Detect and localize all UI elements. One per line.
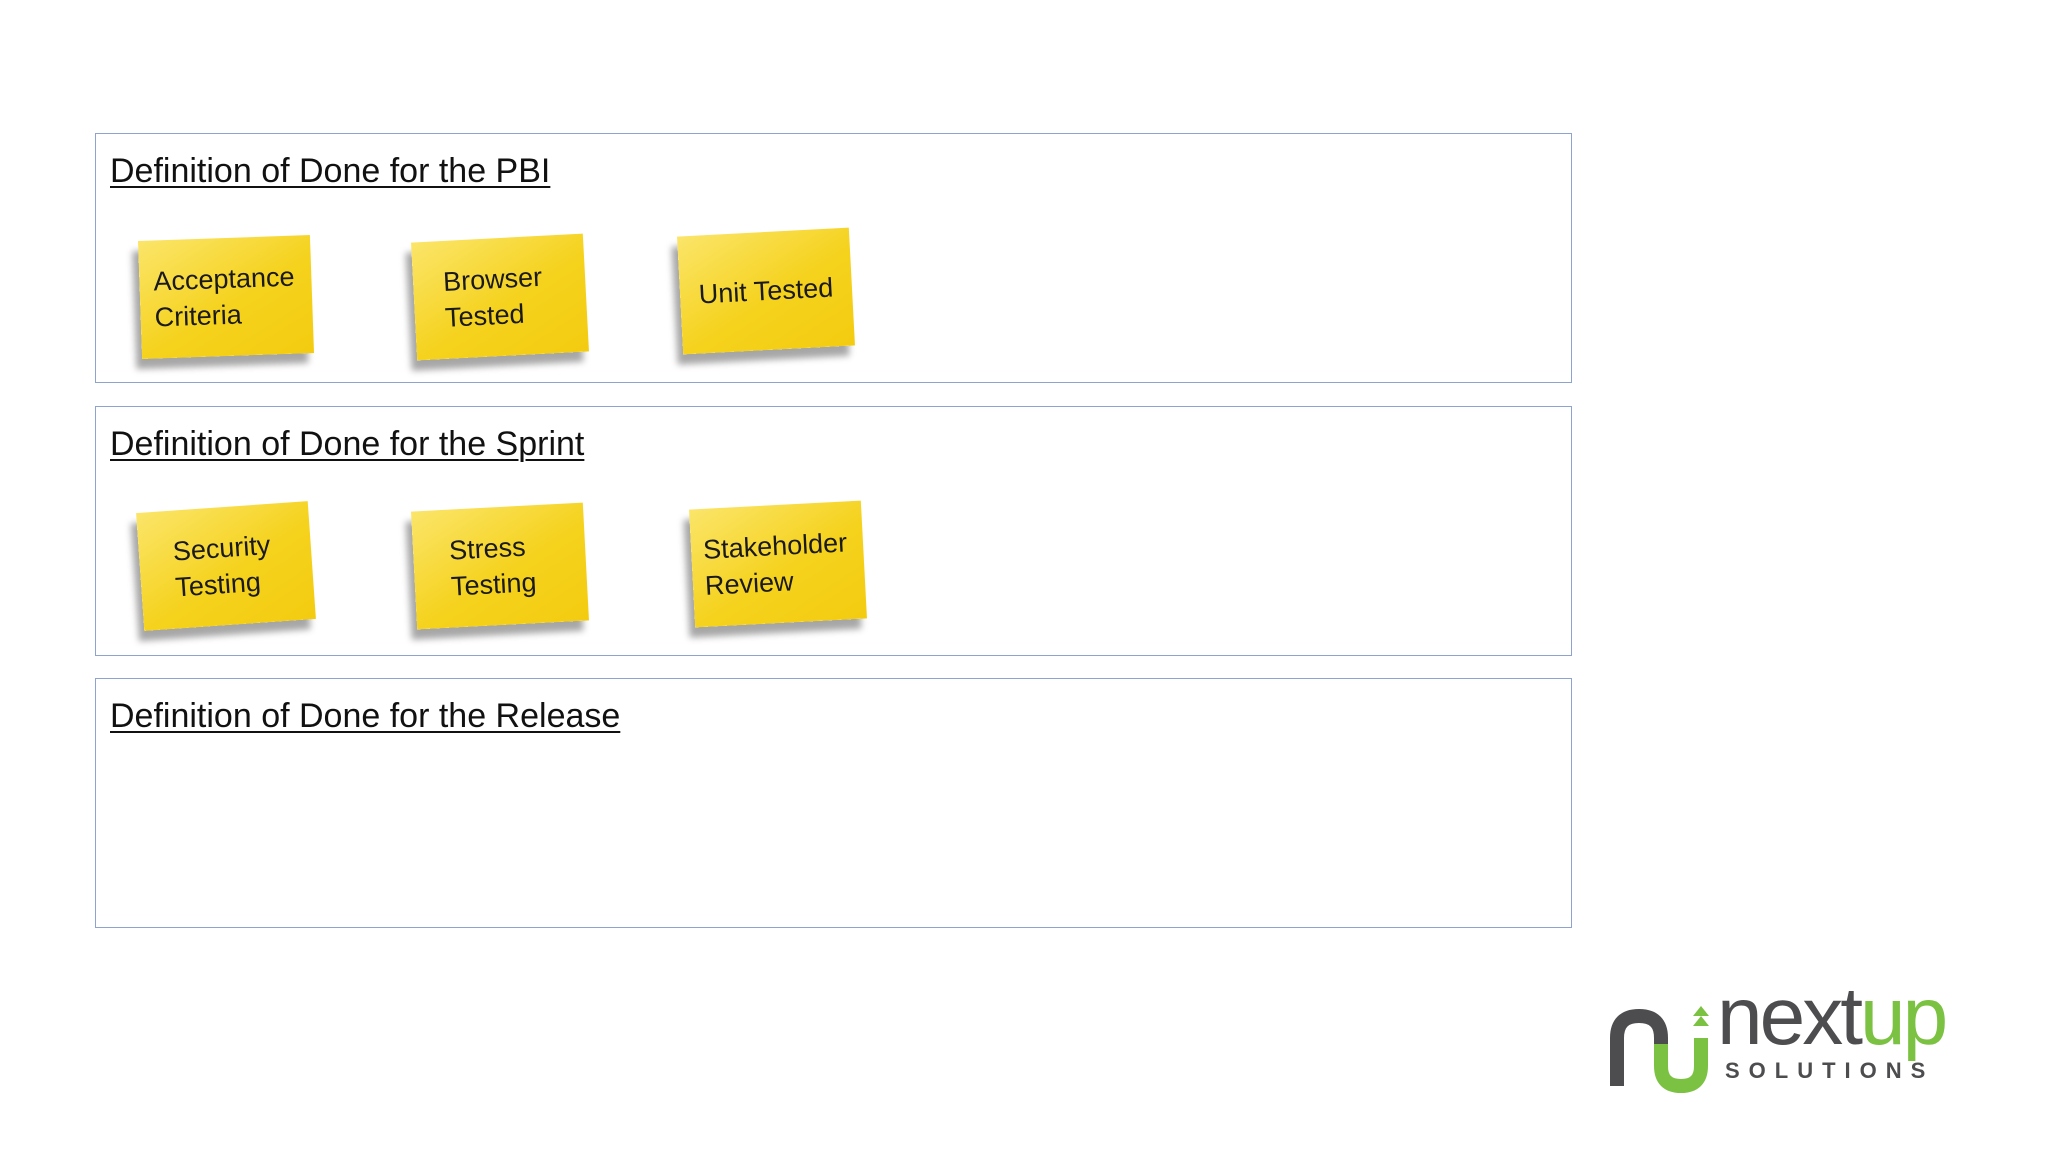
sticky-note-label: Acceptance Criteria [152,261,295,333]
sticky-note-stress-testing[interactable]: Stress Testing [411,502,589,630]
pbi-section-title: Definition of Done for the PBI [110,152,551,190]
sticky-note-label: Browser Tested [442,261,543,333]
sticky-note-stakeholder-review[interactable]: Stakeholder Review [689,500,867,628]
logo-wordmark: nextup [1717,976,1948,1058]
sticky-note-label: Unit Tested [698,272,834,310]
release-section-title: Definition of Done for the Release [110,697,621,735]
sticky-note-security-testing[interactable]: Security Testing [136,501,316,631]
sprint-section: Definition of Done for the Sprint Securi… [95,406,1572,656]
sticky-note-label: Stress Testing [448,531,538,602]
sticky-note-acceptance-criteria[interactable]: Acceptance Criteria [137,235,315,359]
nu-monogram-icon [1610,1006,1709,1094]
sticky-note-unit-tested[interactable]: Unit Tested [677,227,855,355]
release-section: Definition of Done for the Release [95,678,1572,928]
sprint-section-title: Definition of Done for the Sprint [110,425,585,463]
pbi-section: Definition of Done for the PBI Acceptanc… [95,133,1572,383]
sticky-note-browser-tested[interactable]: Browser Tested [411,233,589,361]
sticky-note-label: Stakeholder Review [702,527,848,601]
logo-next: next [1717,971,1863,1062]
logo-subtitle: SOLUTIONS [1725,1058,1935,1083]
sticky-note-label: Security Testing [171,529,272,603]
logo-up: up [1860,971,1948,1062]
nextup-solutions-logo: nextup SOLUTIONS [1605,976,1975,1100]
